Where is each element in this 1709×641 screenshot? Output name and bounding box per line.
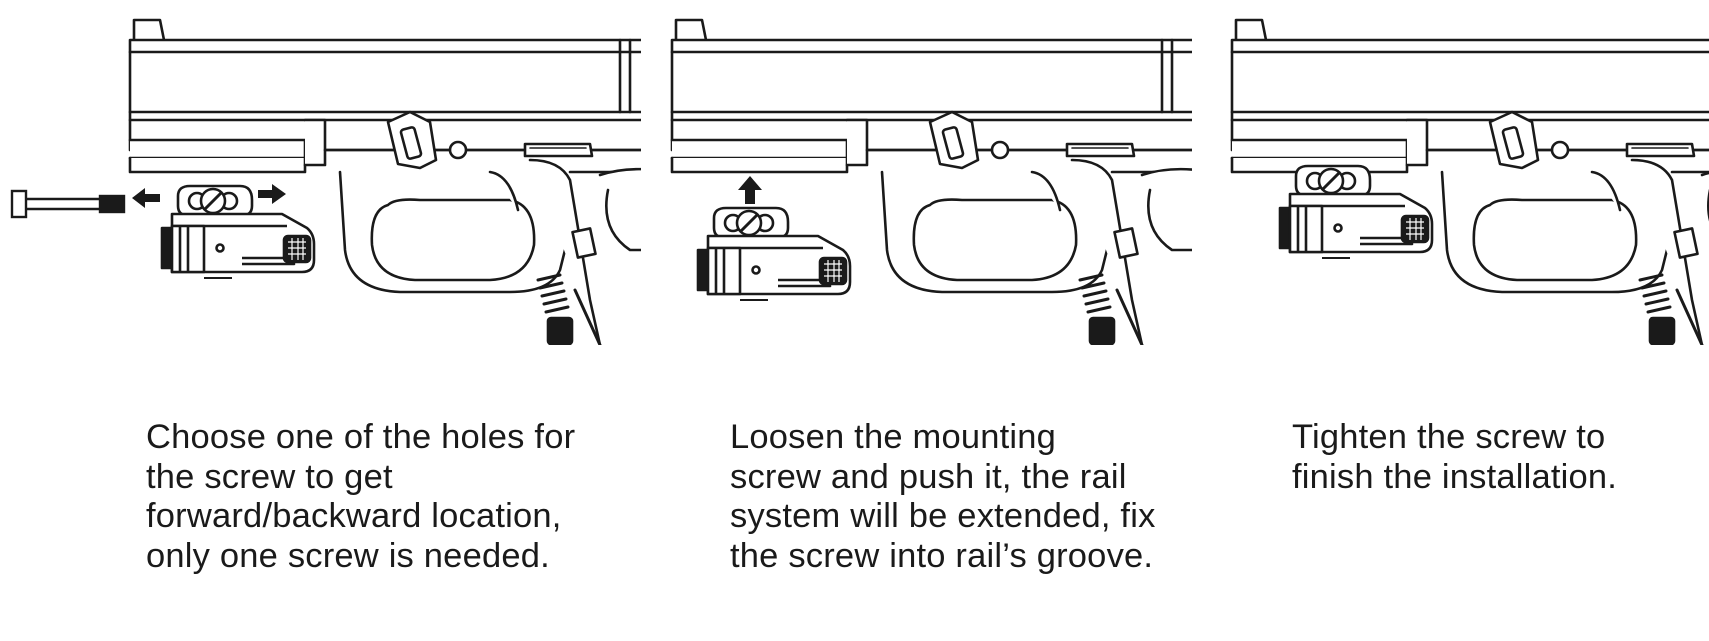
caption-line: finish the installation. xyxy=(1292,457,1618,496)
caption-line: the screw into rail’s groove. xyxy=(730,536,1154,575)
caption-line: forward/backward location, xyxy=(146,497,562,535)
arrow-up-icon xyxy=(738,176,762,204)
step-1-caption: Choose one of the holes for the screw to… xyxy=(146,418,575,576)
arrow-right-icon xyxy=(258,184,286,204)
caption-line: system will be extended, fix xyxy=(730,497,1156,535)
step-3-caption: Tighten the screw to finish the installa… xyxy=(1292,418,1617,497)
caption-line: Loosen the mounting xyxy=(730,418,1057,456)
caption-line: Tighten the screw to xyxy=(1292,418,1606,456)
step-1-illustration xyxy=(10,18,641,345)
step-2-illustration xyxy=(670,18,1192,345)
caption-line: the screw to get xyxy=(146,457,393,496)
step-2-caption: Loosen the mounting screw and push it, t… xyxy=(730,418,1156,576)
mounting-screw xyxy=(10,189,126,219)
step-3-illustration xyxy=(1230,18,1709,345)
arrow-left-icon xyxy=(132,188,160,208)
caption-line: screw and push it, the rail xyxy=(730,457,1127,496)
caption-line: only one screw is needed. xyxy=(146,536,550,575)
caption-line: Choose one of the holes for xyxy=(146,418,576,456)
installation-illustrations xyxy=(10,18,1709,345)
